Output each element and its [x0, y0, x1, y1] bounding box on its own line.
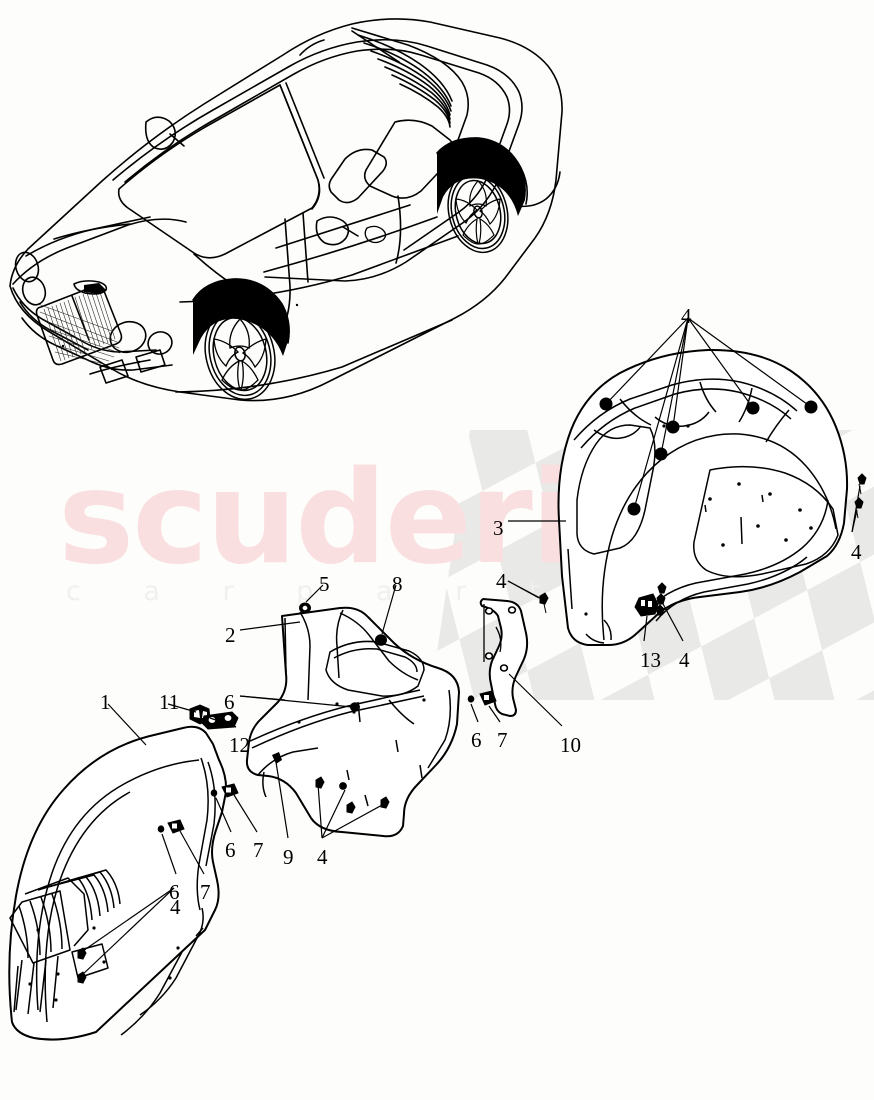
callout-number-3: 3 — [493, 516, 504, 540]
part-1-fastener-holes — [28, 926, 180, 1002]
callout-number-4: 4 — [496, 569, 507, 593]
part-7-nut-clips — [167, 690, 497, 834]
part-1-front-wheel-housing-liner — [8, 725, 228, 1041]
front-wheel — [204, 307, 276, 401]
callout-number-4: 4 — [170, 895, 181, 919]
callout-number-6: 6 — [169, 880, 180, 904]
rear-wheel — [447, 170, 509, 254]
part-3-fastener-holes — [584, 424, 813, 616]
callout-number-4: 4 — [679, 648, 690, 672]
part-3-detail-lines — [567, 378, 839, 644]
part-8-grommet-plug — [375, 634, 387, 646]
callout-number-8: 8 — [392, 572, 403, 596]
part-2-front-liner-rear-section — [245, 606, 460, 838]
part-9-clip — [272, 752, 282, 764]
part-6-bolt-part2 — [350, 702, 360, 712]
callout-number-6: 6 — [224, 690, 235, 714]
part-5-grommet — [299, 602, 311, 614]
part-6-bolts — [157, 695, 475, 833]
part-10-detail — [483, 604, 502, 662]
callout-number-5: 5 — [319, 572, 330, 596]
callout-number-7: 7 — [497, 728, 508, 752]
leader-lines — [79, 317, 861, 978]
callout-number-7: 7 — [200, 880, 211, 904]
callout-number-13: 13 — [640, 648, 661, 672]
callout-number-9: 9 — [283, 845, 294, 869]
callout-number-10: 10 — [560, 733, 581, 757]
callout-number-12: 12 — [229, 733, 250, 757]
callout-number-2: 2 — [225, 623, 236, 647]
callout-number-4: 4 — [681, 304, 692, 328]
part-10-mounting-bracket — [479, 598, 529, 717]
callout-number-7: 7 — [253, 838, 264, 862]
callout-number-1: 1 — [100, 690, 111, 714]
callout-number-6: 6 — [471, 728, 482, 752]
callout-number-4: 4 — [851, 540, 862, 564]
part-13-cable-clip — [634, 593, 659, 617]
callout-number-11: 11 — [159, 690, 180, 714]
part-10-bracket-holes — [484, 606, 517, 672]
callout-number-4: 4 — [317, 845, 328, 869]
callout-number-6: 6 — [225, 838, 236, 862]
